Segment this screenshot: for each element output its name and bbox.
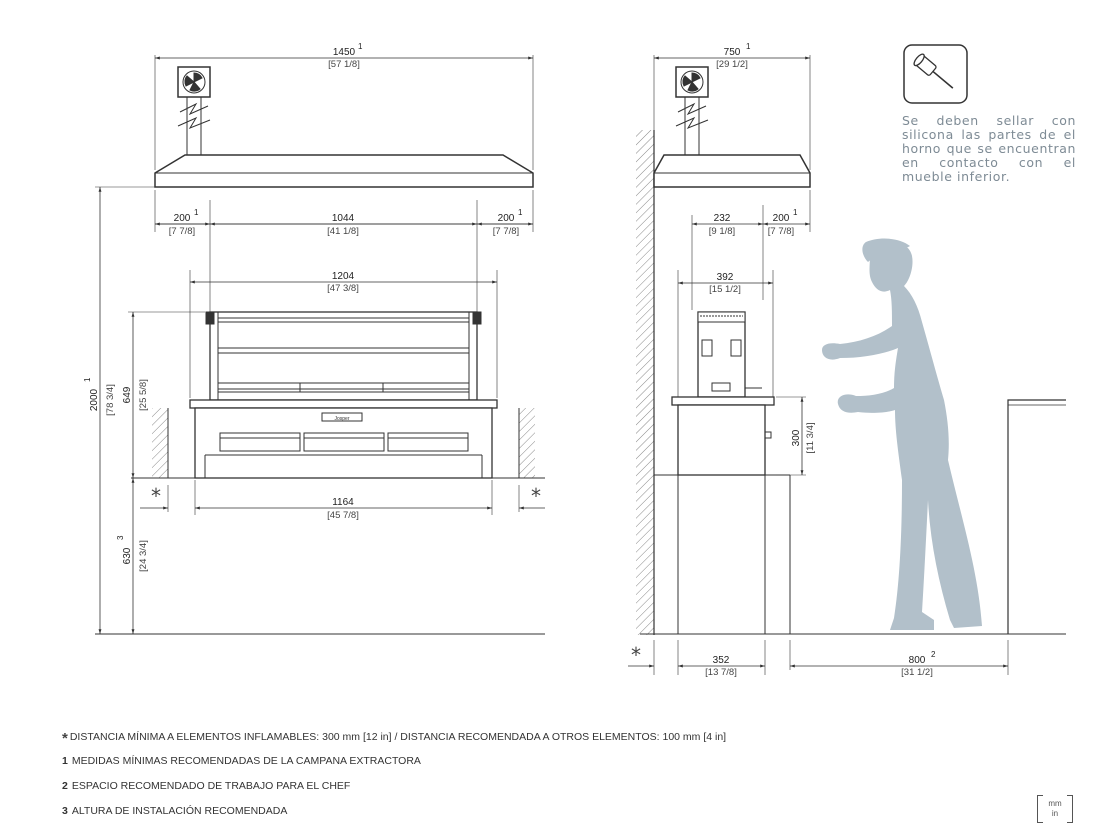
units-in: in (1051, 809, 1059, 818)
legend-text: ALTURA DE INSTALACIÓN RECOMENDADA (71, 805, 288, 817)
dim-side-hood-width-in: [29 1/2] (716, 59, 748, 70)
dim-hood-center: 1044 (332, 213, 355, 224)
dim-side-hood-width-note: 1 (746, 42, 751, 51)
dim-side-top-a-in: [9 1/8] (709, 226, 735, 237)
dim-hood-center-in: [41 1/8] (327, 226, 359, 237)
dim-hood-height-in: [78 3/4] (105, 384, 116, 416)
dim-install-height-in: [24 3/4] (138, 540, 149, 572)
dim-side-top-a: 232 (714, 213, 731, 224)
dim-hood-width-in: [57 1/8] (328, 59, 360, 70)
dim-side-base-depth: 352 (713, 655, 730, 666)
side-dimension-labels: 750 1 [29 1/2] 232 [9 1/8] 200 1 [7 7/8]… (631, 42, 936, 678)
chef-hat (862, 238, 910, 262)
legend-key: * (62, 730, 68, 747)
dim-chef-space: 800 (909, 655, 926, 666)
dim-hood-right-in: [7 7/8] (493, 226, 519, 237)
asterisk-right: * (531, 484, 541, 508)
asterisk-side: * (631, 643, 641, 667)
dim-hood-width: 1450 (333, 47, 356, 58)
side-view (628, 55, 1066, 675)
dim-side-oven-depth: 392 (717, 272, 734, 283)
chef-silhouette (822, 240, 982, 630)
side-cabinet (654, 396, 791, 634)
legend-key: 2 (62, 780, 68, 792)
dim-hood-left-in: [7 7/8] (169, 226, 195, 237)
front-cabinet: Josper (189, 399, 498, 479)
silicone-icon (903, 44, 968, 104)
dim-hood-height-note: 1 (83, 377, 92, 382)
dim-oven-width: 1204 (332, 271, 355, 282)
legend-key: 1 (62, 755, 68, 767)
dim-hood-right-note: 1 (518, 208, 523, 217)
front-view: Josper (95, 55, 545, 635)
side-hood (653, 154, 811, 188)
dim-side-hood-width: 750 (724, 47, 741, 58)
dim-hood-height: 2000 (89, 388, 100, 411)
front-hood (154, 154, 534, 188)
units-indicator: mm in (1037, 795, 1073, 823)
dim-hood-left: 200 (174, 213, 191, 224)
asterisk-left: * (151, 484, 161, 508)
oven-badge: Josper (334, 416, 349, 422)
dim-install-height-note: 3 (116, 535, 125, 540)
front-oven (205, 311, 482, 401)
legend-text: DISTANCIA MÍNIMA A ELEMENTOS INFLAMABLES… (69, 731, 727, 743)
front-fan-icon (177, 66, 211, 98)
dim-side-oven-depth-in: [15 1/2] (709, 284, 741, 295)
dim-hood-left-note: 1 (194, 208, 199, 217)
silicone-note: Se deben sellar con silicona las partes … (902, 113, 1076, 184)
dim-side-base-height-in: [11 3/4] (805, 423, 816, 454)
dim-chef-space-note: 2 (931, 650, 936, 659)
side-oven (697, 311, 762, 398)
dim-side-base-height: 300 (791, 429, 802, 446)
dim-cabinet-width-in: [45 7/8] (327, 510, 359, 521)
legend-key: 3 (62, 805, 68, 817)
dim-side-top-b: 200 (773, 213, 790, 224)
dim-cabinet-width: 1164 (332, 497, 354, 508)
legend-text: MEDIDAS MÍNIMAS RECOMENDADAS DE LA CAMPA… (71, 755, 421, 767)
dim-oven-height-in: [25 5/8] (138, 379, 149, 411)
front-dimension-labels: 1450 1 [57 1/8] 200 1 [7 7/8] 1044 [41 1… (83, 42, 541, 572)
legend-item-asterisk: *DISTANCIA MÍNIMA A ELEMENTOS INFLAMABLE… (62, 730, 726, 747)
dim-hood-right: 200 (498, 213, 515, 224)
dim-side-base-depth-in: [13 7/8] (705, 667, 737, 678)
dim-oven-height: 649 (122, 386, 133, 403)
legend-text: ESPACIO RECOMENDADO DE TRABAJO PARA EL C… (71, 780, 351, 792)
units-mm: mm (1048, 799, 1062, 808)
dim-side-top-b-note: 1 (793, 208, 798, 217)
dim-oven-width-in: [47 3/8] (327, 283, 359, 294)
dim-side-top-b-in: [7 7/8] (768, 226, 794, 237)
side-fan-icon (675, 66, 709, 98)
dim-hood-width-note: 1 (358, 42, 363, 51)
dim-chef-space-in: [31 1/2] (901, 667, 933, 678)
dim-install-height: 630 (122, 547, 133, 564)
